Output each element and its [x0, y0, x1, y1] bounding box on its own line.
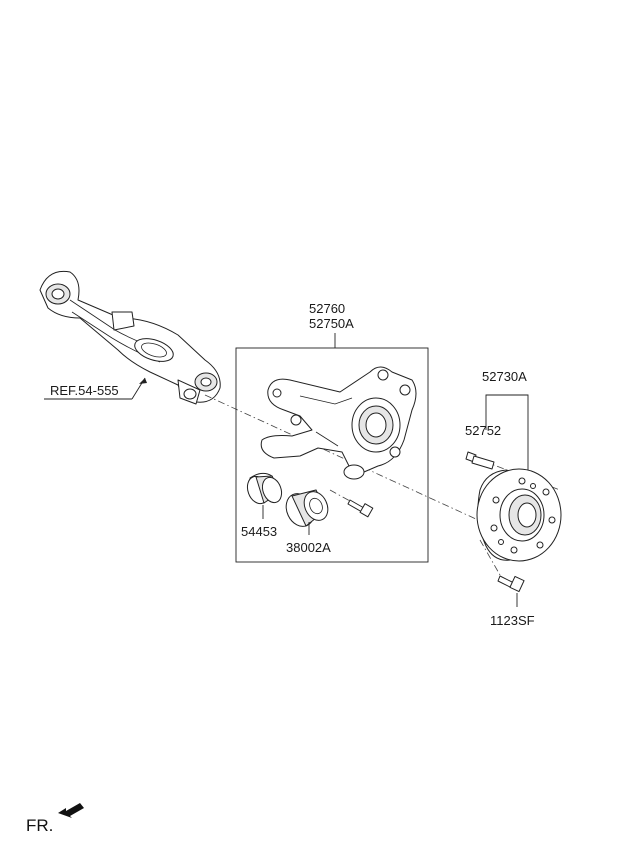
label-knuckle-main: 52760 [309, 301, 345, 316]
label-hub-mount-bolt: 1123SF [490, 613, 535, 628]
steering-knuckle[interactable] [260, 366, 417, 480]
lower-control-arm[interactable] [39, 270, 221, 405]
bushing[interactable] [244, 472, 285, 506]
ball-joint[interactable] [281, 488, 332, 531]
hub-bolt[interactable] [465, 451, 495, 470]
hub-assy-bracket [485, 394, 529, 470]
front-arrow-icon [58, 803, 84, 818]
mount-bolt-axis-line [479, 539, 501, 576]
label-reference: REF.54-555 [50, 383, 119, 398]
wheel-hub-bearing[interactable] [476, 468, 562, 562]
label-knuckle-alt: 52750A [309, 316, 354, 331]
hub-mount-bolt[interactable] [497, 575, 525, 593]
label-bushing: 54453 [241, 524, 277, 539]
label-hub-assy: 52730A [482, 369, 527, 384]
reference-callout: REF.54-555 [44, 377, 147, 400]
knuckle-bolt[interactable] [347, 499, 374, 518]
front-indicator-label: FR. [26, 816, 53, 835]
label-hub-bolt: 52752 [465, 423, 501, 438]
knuckle-group-box [235, 347, 429, 563]
label-ball-joint: 38002A [286, 540, 331, 555]
front-indicator: FR. [26, 803, 84, 835]
